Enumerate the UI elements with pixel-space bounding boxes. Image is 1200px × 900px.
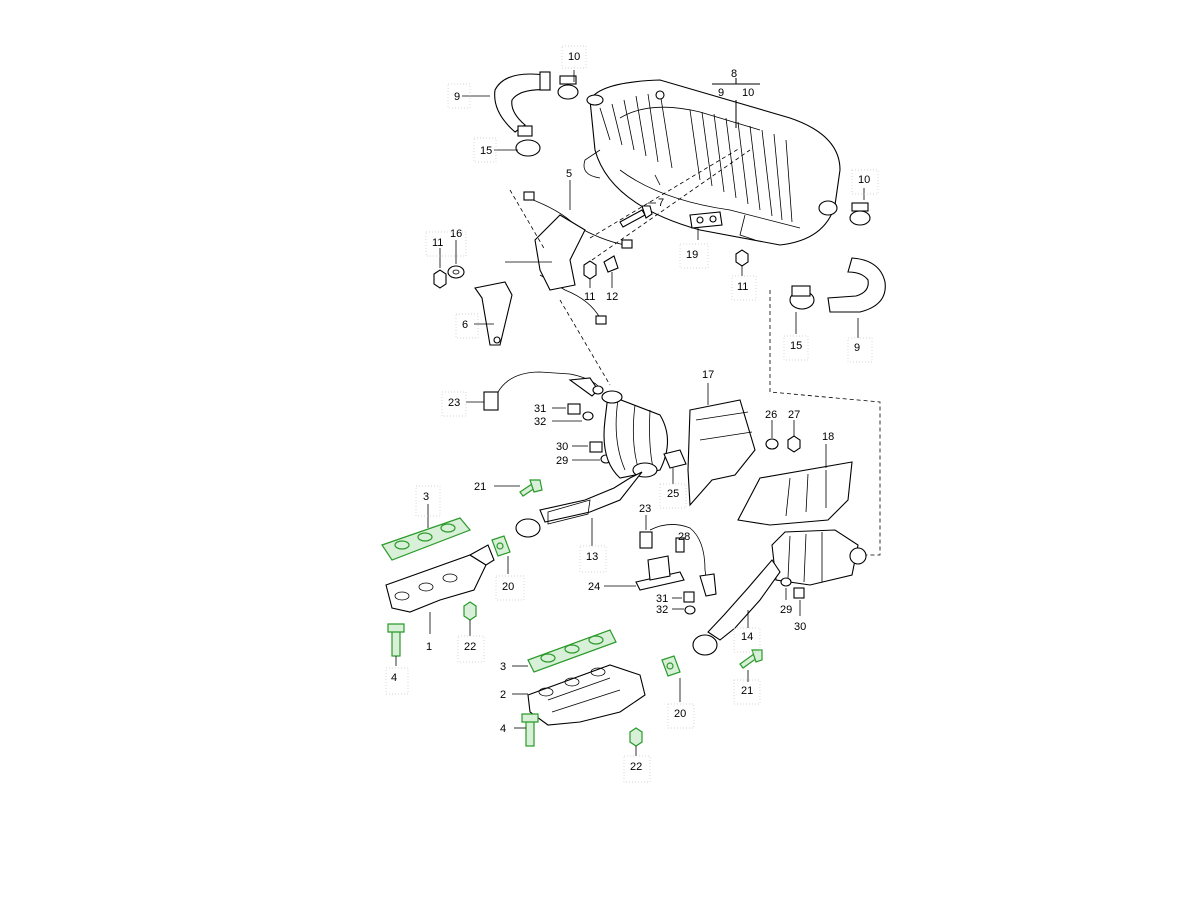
bolt-4-lower[interactable] <box>521 713 539 747</box>
manifold-2 <box>527 664 646 726</box>
heat-shield-17 <box>687 399 756 507</box>
part-label-26: 26 <box>765 409 777 421</box>
part-label-32-lower: 32 <box>656 604 668 616</box>
part-label-31-upper: 31 <box>534 403 546 415</box>
part-label-13: 13 <box>586 551 598 563</box>
part-label-3-upper: 3 <box>423 491 429 503</box>
part-label-11-left: 11 <box>432 237 443 249</box>
part-label-10-right: 10 <box>858 174 870 186</box>
part-label-29-upper: 29 <box>556 455 568 467</box>
gasket-3-upper[interactable] <box>381 517 471 561</box>
gasket-20-lower[interactable] <box>661 655 681 677</box>
part-label-2: 2 <box>500 689 506 701</box>
washer-26 <box>765 438 779 450</box>
part-label-14: 14 <box>741 631 753 643</box>
part-label-28: 28 <box>678 531 690 543</box>
nut-22-upper[interactable] <box>463 601 477 621</box>
part-label-4-upper: 4 <box>391 672 397 684</box>
part-label-18: 18 <box>822 431 834 443</box>
part-label-1: 1 <box>426 641 432 653</box>
nut-11-left <box>433 269 447 289</box>
part-label-5: 5 <box>566 168 572 180</box>
bolt-21-upper[interactable] <box>519 479 543 497</box>
gasket-25 <box>663 449 687 469</box>
nut-11-mid <box>583 260 597 280</box>
part-label-11-mid: 11 <box>584 291 595 303</box>
bracket-24 <box>635 555 685 591</box>
part-label-19: 19 <box>686 249 698 261</box>
part-label-9-right: 9 <box>854 342 860 354</box>
part-label-20-upper: 20 <box>502 581 514 593</box>
part-label-8: 8 <box>731 68 737 80</box>
bolt-21-lower[interactable] <box>739 649 763 669</box>
part-label-3-lower: 3 <box>500 661 506 673</box>
bolt-28 <box>675 537 685 553</box>
heat-shield-18 <box>737 461 853 526</box>
plug-30-right <box>793 587 805 599</box>
part-label-12: 12 <box>606 291 618 303</box>
part-label-10: 10 <box>742 87 754 99</box>
pipe-14 <box>692 559 781 656</box>
clamp-10-upper <box>557 75 579 100</box>
part-label-15-top: 15 <box>480 145 492 157</box>
plug-31-upper <box>567 403 594 421</box>
washer-16 <box>447 265 465 279</box>
part-label-30-right: 30 <box>794 621 806 633</box>
hose-right <box>827 257 886 313</box>
part-label-15-right: 15 <box>790 340 802 352</box>
clamp-15-right <box>789 285 815 310</box>
part-label-10-top: 10 <box>568 51 580 63</box>
part-label-24: 24 <box>588 581 600 593</box>
gasket-20-upper[interactable] <box>491 535 511 557</box>
part-label-22-upper: 22 <box>464 641 476 653</box>
nut-27 <box>787 435 801 453</box>
part-label-20-lower: 20 <box>674 708 686 720</box>
part-label-21-lower: 21 <box>741 685 753 697</box>
catalytic-converter-right <box>771 529 867 586</box>
part-label-22-lower: 22 <box>630 761 642 773</box>
gasket-19 <box>689 211 723 229</box>
part-label-17: 17 <box>702 369 714 381</box>
bolt-4-upper[interactable] <box>387 623 405 657</box>
part-label-27: 27 <box>788 409 800 421</box>
part-label-31-lower: 31 <box>656 593 668 605</box>
part-label-29-right: 29 <box>780 604 792 616</box>
plug-31-lower <box>683 591 696 615</box>
muffler <box>583 79 841 246</box>
part-label-6: 6 <box>462 319 468 331</box>
oxygen-sensor-upper <box>483 371 604 411</box>
part-label-25: 25 <box>667 488 679 500</box>
washer-29-right <box>780 577 792 587</box>
label-boxes <box>385 45 879 783</box>
oxygen-sensor-lower <box>639 524 717 597</box>
part-label-23-lower: 23 <box>639 503 651 515</box>
part-label-9-top: 9 <box>454 91 460 103</box>
part-label-21-upper: 21 <box>474 481 486 493</box>
gasket-3-lower[interactable] <box>527 629 617 673</box>
bolt-7 <box>619 205 653 228</box>
hose-upper-left <box>494 71 551 133</box>
part-label-32-upper: 32 <box>534 416 546 428</box>
nut-12 <box>603 255 619 273</box>
bracket-6 <box>474 281 513 346</box>
nut-11-center <box>735 249 749 267</box>
label-8-group: 8 9 10 <box>712 68 760 128</box>
part-label-16: 16 <box>450 228 462 240</box>
bracket-assembly <box>505 147 751 386</box>
part-label-30-upper: 30 <box>556 441 568 453</box>
part-label-9: 9 <box>718 87 724 99</box>
manifold-1 <box>385 544 495 613</box>
pipe-13 <box>515 471 643 538</box>
nut-22-lower[interactable] <box>629 727 643 747</box>
part-label-23-upper: 23 <box>448 397 460 409</box>
part-label-11-center: 11 <box>737 281 748 293</box>
part-label-4-lower: 4 <box>500 723 506 735</box>
part-label-7: 7 <box>658 197 664 209</box>
catalytic-converter-left <box>601 390 669 479</box>
clamp-15-upper <box>515 125 541 157</box>
clamp-10-right <box>849 202 871 226</box>
